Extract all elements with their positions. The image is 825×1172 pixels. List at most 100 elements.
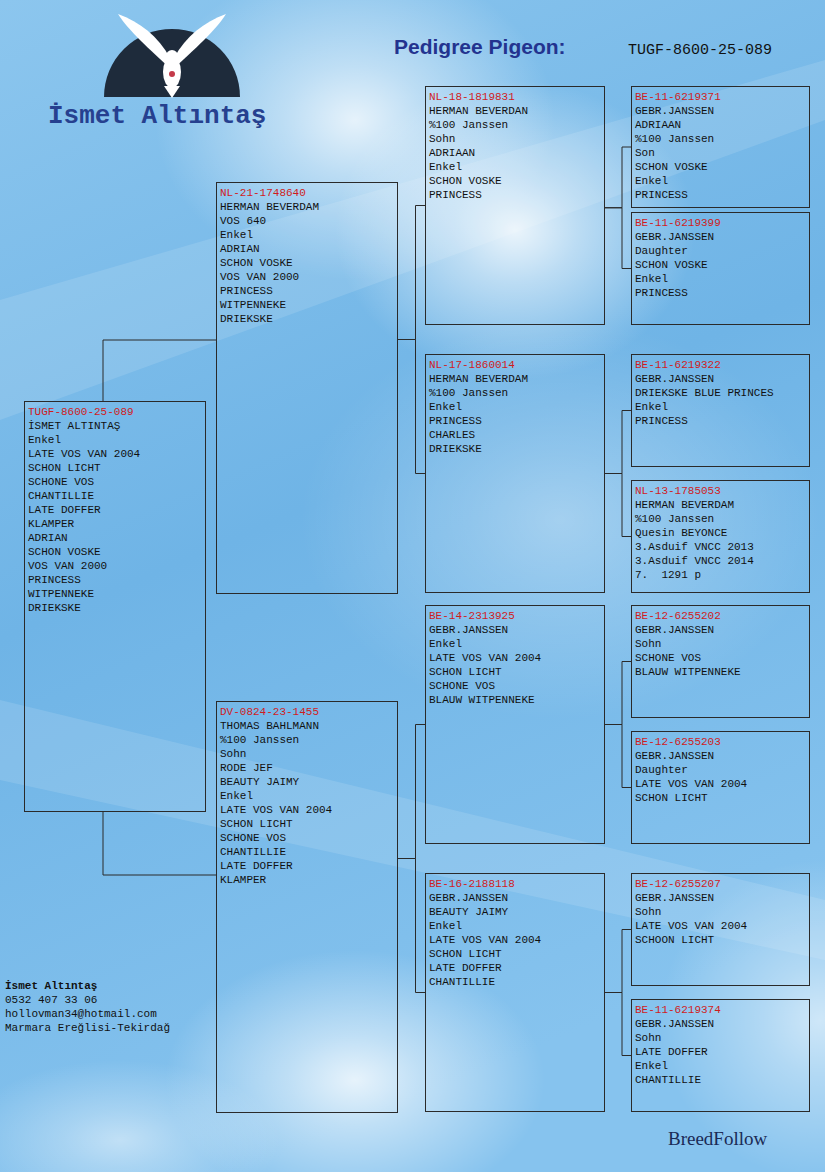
ancestor-box: BE-11-6219322GEBR.JANSSENDRIEKSKE BLUE P…: [631, 354, 810, 467]
pedigree-connector: [103, 812, 216, 875]
pedigree-line: Sohn: [635, 905, 806, 919]
ancestor-box: BE-12-6255207GEBR.JANSSENSohnLATE VOS VA…: [631, 873, 810, 986]
pedigree-line: DRIEKSKE: [429, 442, 601, 456]
ancestor-box: NL-21-1748640HERMAN BEVERDAMVOS 640Enkel…: [216, 182, 398, 594]
pedigree-line: CHANTILLIE: [429, 975, 601, 989]
pedigree-connector: [605, 411, 631, 474]
ancestor-box: BE-12-6255203GEBR.JANSSENDaughterLATE VO…: [631, 731, 810, 844]
pedigree-line: İSMET ALTINTAŞ: [28, 419, 202, 433]
pedigree-line: DRIEKSKE: [28, 601, 202, 615]
pedigree-line: Sohn: [635, 1031, 806, 1045]
pedigree-line: Sohn: [635, 637, 806, 651]
brand-mark: BreedFollow: [668, 1128, 767, 1150]
pedigree-line: Enkel: [220, 228, 394, 242]
pedigree-line: Enkel: [635, 400, 806, 414]
pedigree-line: PRINCESS: [429, 414, 601, 428]
contact-phone: 0532 407 33 06: [5, 994, 97, 1006]
pedigree-connector: [605, 662, 631, 725]
pedigree-line: %100 Janssen: [429, 386, 601, 400]
pedigree-line: HERMAN BEVERDAN: [429, 104, 601, 118]
pedigree-line: LATE VOS VAN 2004: [635, 777, 806, 791]
pedigree-line: Daughter: [635, 763, 806, 777]
pedigree-line: SCHON VOSKE: [429, 174, 601, 188]
ring-number: NL-13-1785053: [635, 484, 806, 498]
pedigree-line: Son: [635, 146, 806, 160]
pedigree-line: ADRIAAN: [429, 146, 601, 160]
pedigree-connector: [605, 147, 631, 208]
pedigree-line: Sohn: [220, 747, 394, 761]
ancestor-box: BE-11-6219374GEBR.JANSSENSohnLATE DOFFER…: [631, 999, 810, 1112]
ring-number: BE-14-2313925: [429, 609, 601, 623]
pedigree-line: SCHON LICHT: [220, 817, 394, 831]
ring-number: DV-0824-23-1455: [220, 705, 394, 719]
pedigree-line: %100 Janssen: [635, 512, 806, 526]
pedigree-line: SCHONE VOS: [220, 831, 394, 845]
pedigree-line: PRINCESS: [635, 286, 806, 300]
pedigree-line: GEBR.JANSSEN: [635, 104, 806, 118]
pedigree-connector: [398, 725, 425, 859]
pedigree-line: BLAUW WITPENNEKE: [429, 693, 601, 707]
pedigree-line: Sohn: [429, 132, 601, 146]
breeder-name: İsmet Altıntaş: [48, 101, 266, 131]
ring-number: NL-21-1748640: [220, 186, 394, 200]
pedigree-line: CHANTILLIE: [635, 1073, 806, 1087]
ancestor-box: BE-11-6219371GEBR.JANSSENADRIAAN%100 Jan…: [631, 86, 810, 208]
pedigree-line: LATE VOS VAN 2004: [429, 933, 601, 947]
ancestor-box: BE-14-2313925GEBR.JANSSENEnkelLATE VOS V…: [425, 605, 605, 844]
pedigree-line: %100 Janssen: [220, 733, 394, 747]
pedigree-connector: [103, 340, 216, 401]
pedigree-line: LATE VOS VAN 2004: [635, 919, 806, 933]
pedigree-line: HERMAN BEVERDAM: [220, 200, 394, 214]
pedigree-line: BEAUTY JAIMY: [429, 905, 601, 919]
pedigree-line: VOS VAN 2000: [220, 270, 394, 284]
pedigree-line: SCHON LICHT: [429, 665, 601, 679]
pedigree-line: SCHON VOSKE: [635, 160, 806, 174]
pedigree-line: Enkel: [429, 919, 601, 933]
ring-number: BE-16-2188118: [429, 877, 601, 891]
pedigree-line: WITPENNEKE: [28, 587, 202, 601]
pedigree-connector: [605, 930, 631, 993]
ring-number: BE-12-6255203: [635, 735, 806, 749]
ancestor-box: BE-11-6219399GEBR.JANSSENDaughterSCHON V…: [631, 212, 810, 325]
pedigree-line: SCHON LICHT: [635, 791, 806, 805]
pedigree-line: Enkel: [28, 433, 202, 447]
pedigree-line: LATE VOS VAN 2004: [28, 447, 202, 461]
page-title: Pedigree Pigeon:: [394, 35, 566, 59]
pedigree-line: ADRIAAN: [635, 118, 806, 132]
pedigree-line: 7. 1291 p: [635, 568, 806, 582]
pedigree-line: GEBR.JANSSEN: [635, 230, 806, 244]
ancestor-box: NL-13-1785053HERMAN BEVERDAM%100 Janssen…: [631, 480, 810, 593]
pedigree-line: SCHON VOSKE: [635, 258, 806, 272]
ring-number: BE-12-6255207: [635, 877, 806, 891]
pedigree-line: PRINCESS: [635, 414, 806, 428]
pedigree-line: GEBR.JANSSEN: [429, 623, 601, 637]
pedigree-line: LATE DOFFER: [220, 859, 394, 873]
logo: [104, 14, 240, 98]
pedigree-connector: [398, 206, 425, 340]
pedigree-line: DRIEKSKE BLUE PRINCES: [635, 386, 806, 400]
pedigree-line: CHANTILLIE: [28, 489, 202, 503]
pedigree-line: CHARLES: [429, 428, 601, 442]
pedigree-line: Enkel: [429, 400, 601, 414]
pedigree-connector: [605, 993, 631, 1056]
pedigree-line: Quesin BEYONCE: [635, 526, 806, 540]
pedigree-line: ADRIAN: [28, 531, 202, 545]
pedigree-line: PRINCESS: [635, 188, 806, 202]
pedigree-line: GEBR.JANSSEN: [635, 623, 806, 637]
ring-number: NL-17-1860014: [429, 358, 601, 372]
pedigree-line: HERMAN BEVERDAM: [635, 498, 806, 512]
pedigree-line: BEAUTY JAIMY: [220, 775, 394, 789]
pedigree-line: GEBR.JANSSEN: [429, 891, 601, 905]
pedigree-line: PRINCESS: [429, 188, 601, 202]
pedigree-line: SCHONE VOS: [635, 651, 806, 665]
pedigree-line: GEBR.JANSSEN: [635, 372, 806, 386]
pedigree-connector: [605, 474, 631, 537]
pedigree-line: KLAMPER: [28, 517, 202, 531]
pedigree-line: WITPENNEKE: [220, 298, 394, 312]
pedigree-line: BLAUW WITPENNEKE: [635, 665, 806, 679]
pedigree-line: LATE VOS VAN 2004: [429, 651, 601, 665]
pedigree-line: GEBR.JANSSEN: [635, 891, 806, 905]
pedigree-line: SCHON LICHT: [28, 461, 202, 475]
